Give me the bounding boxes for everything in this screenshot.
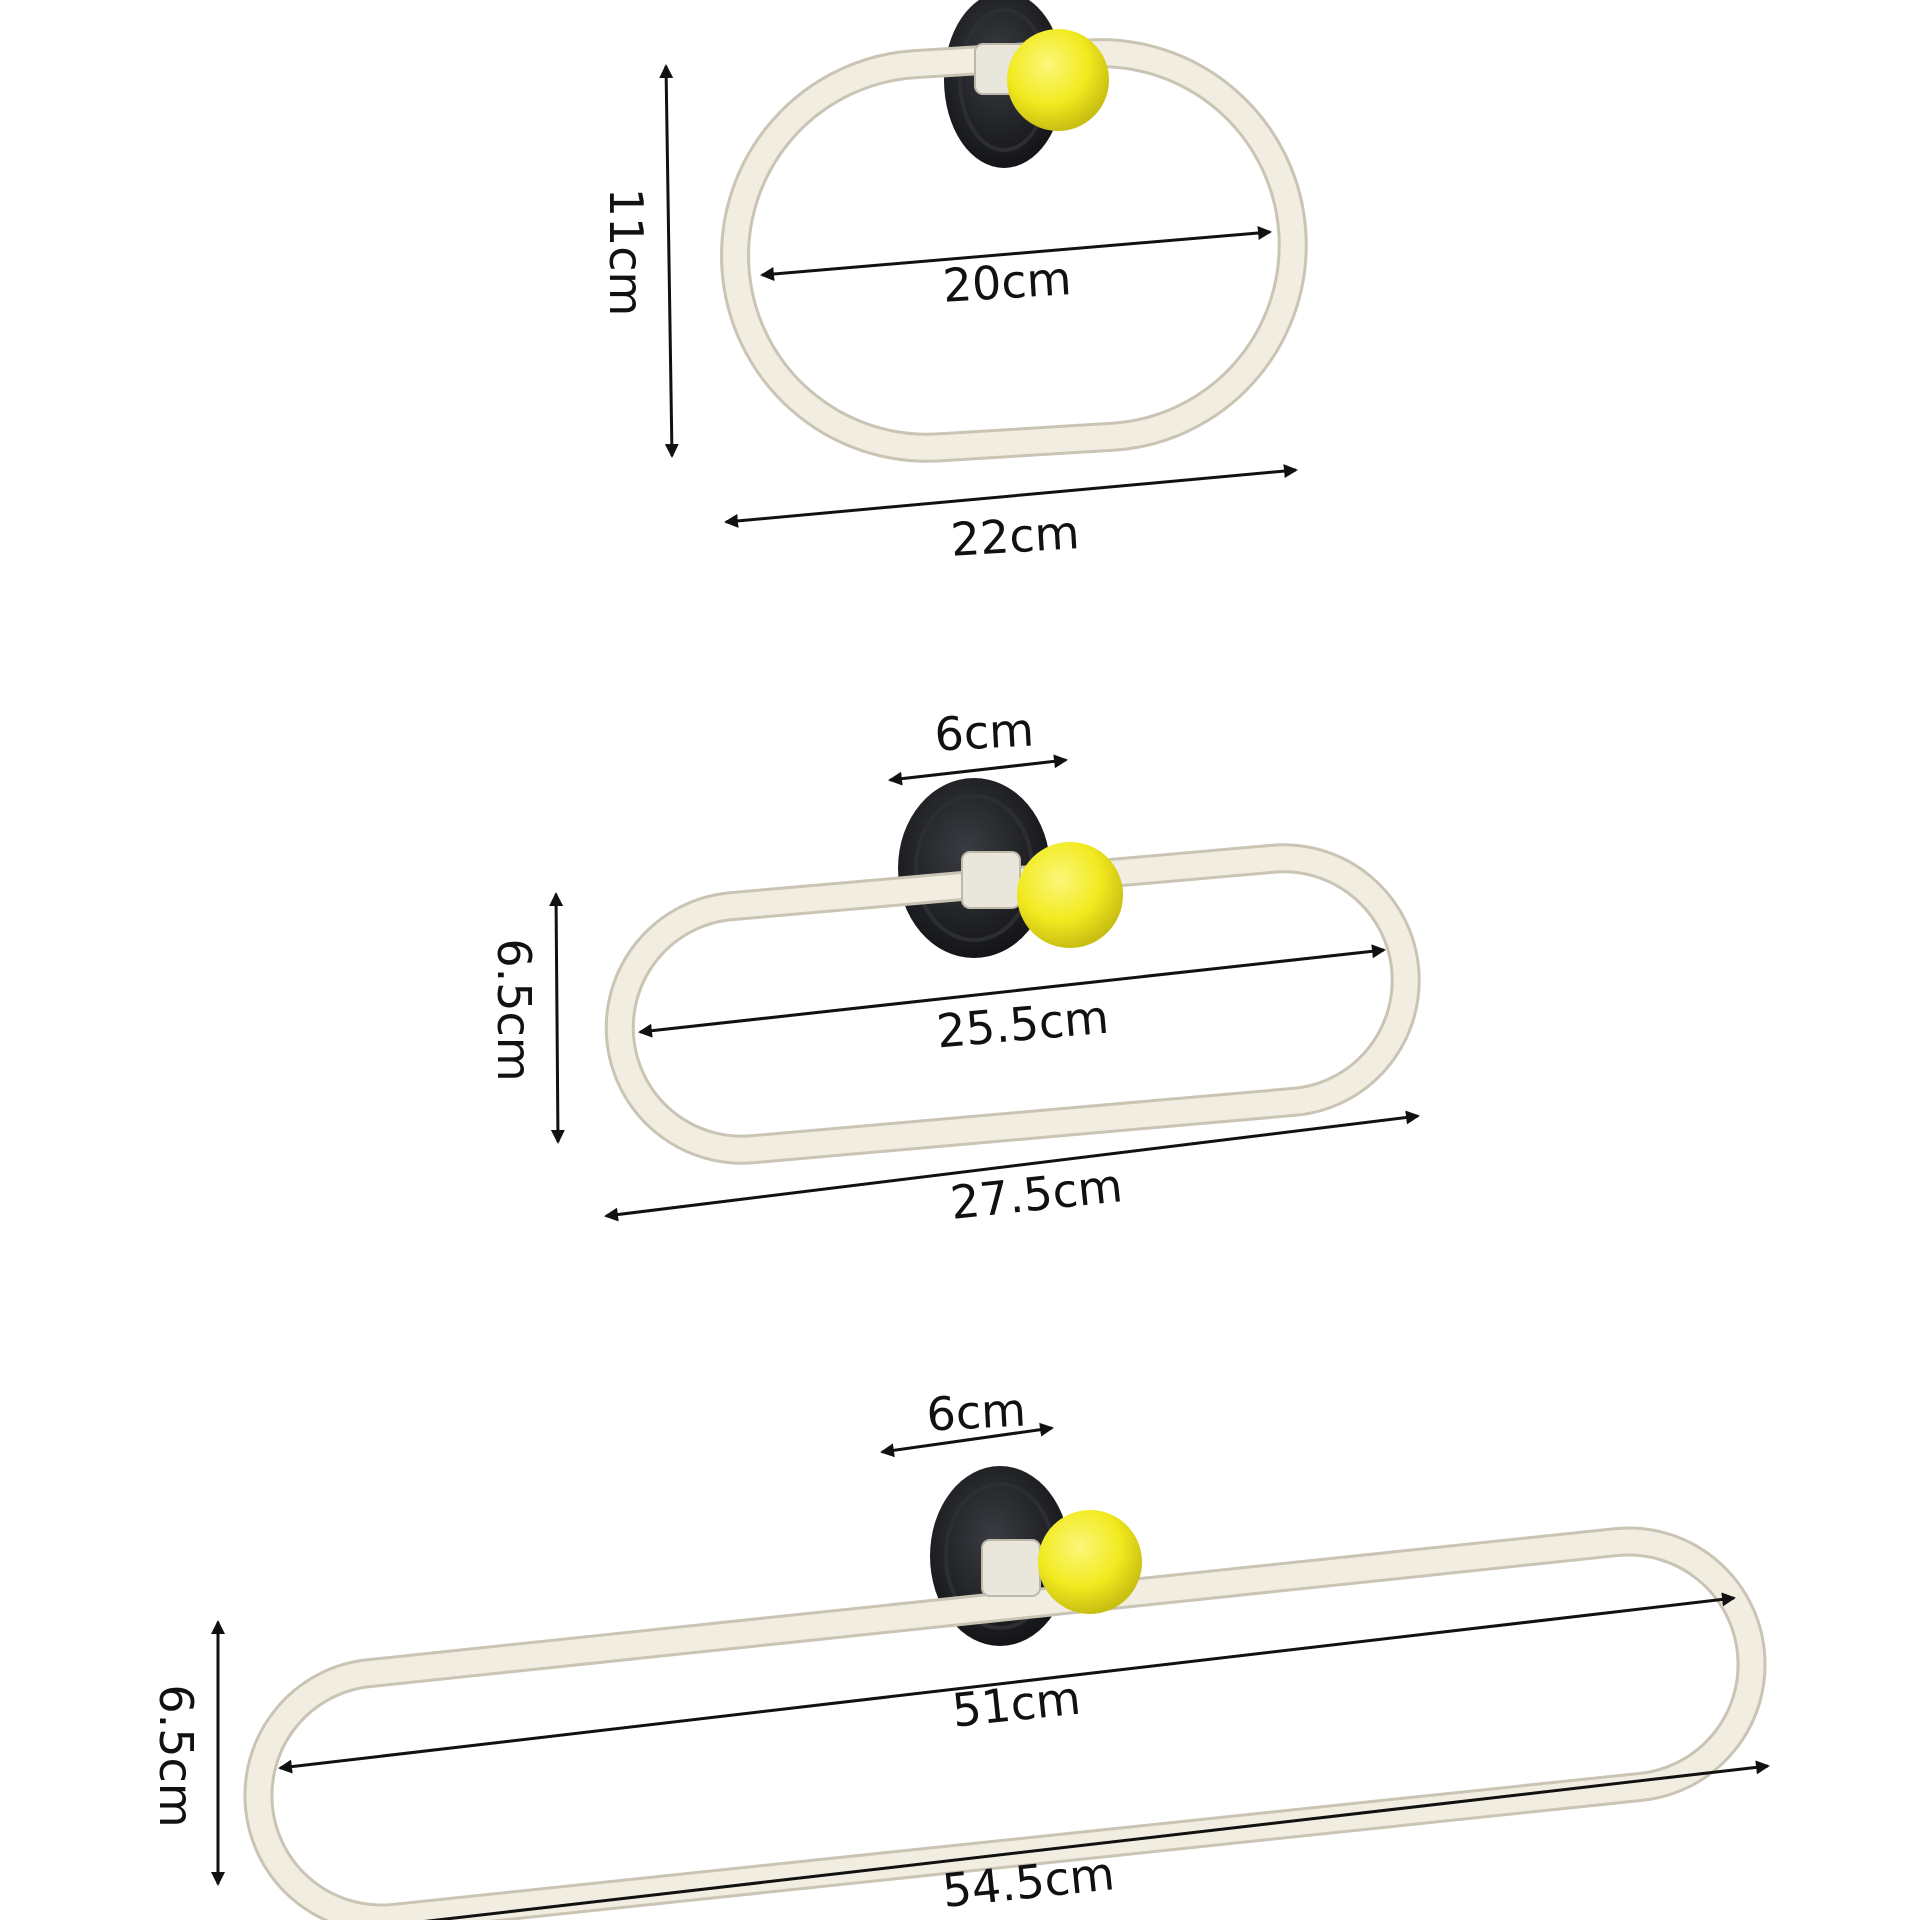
height-label: 6.5cm <box>149 1684 203 1827</box>
inner-width-dimension-arrow <box>278 1592 1736 1774</box>
product-long-bar: 6cm 6.5cm 51cm 54.5cm <box>149 1382 1770 1920</box>
yellow-knob-icon <box>1038 1510 1142 1614</box>
yellow-knob-icon <box>1007 29 1109 131</box>
outer-width-dimension-arrow <box>604 1110 1420 1222</box>
mount-width-label: 6cm <box>933 702 1035 761</box>
inner-width-dimension-arrow <box>638 944 1386 1038</box>
height-label: 11cm <box>599 188 653 317</box>
height-label: 6.5cm <box>487 938 541 1081</box>
outer-width-dimension-arrow <box>724 464 1298 528</box>
product-short-bar: 6cm 6.5cm 25.5cm 27.5cm <box>487 702 1421 1230</box>
outer-width-label: 22cm <box>949 505 1081 567</box>
inner-width-label: 25.5cm <box>934 990 1111 1059</box>
outer-width-label: 27.5cm <box>948 1158 1125 1230</box>
outer-width-dimension-arrow <box>424 1760 1770 1920</box>
connector-rod <box>981 1539 1041 1597</box>
inner-width-label: 51cm <box>950 1671 1084 1738</box>
inner-width-label: 20cm <box>941 251 1073 313</box>
mount-width-dimension-arrow <box>888 754 1068 786</box>
yellow-knob-icon <box>1017 842 1123 948</box>
inner-width-dimension-arrow <box>760 226 1272 281</box>
height-dimension-arrow <box>549 892 565 1144</box>
height-dimension-arrow <box>659 64 679 458</box>
product-oval-ring: 11cm 20cm 22cm <box>599 0 1308 567</box>
mount-width-dimension-arrow <box>880 1422 1054 1458</box>
mount-width-label: 6cm <box>925 1382 1027 1441</box>
connector-rod <box>961 851 1021 909</box>
